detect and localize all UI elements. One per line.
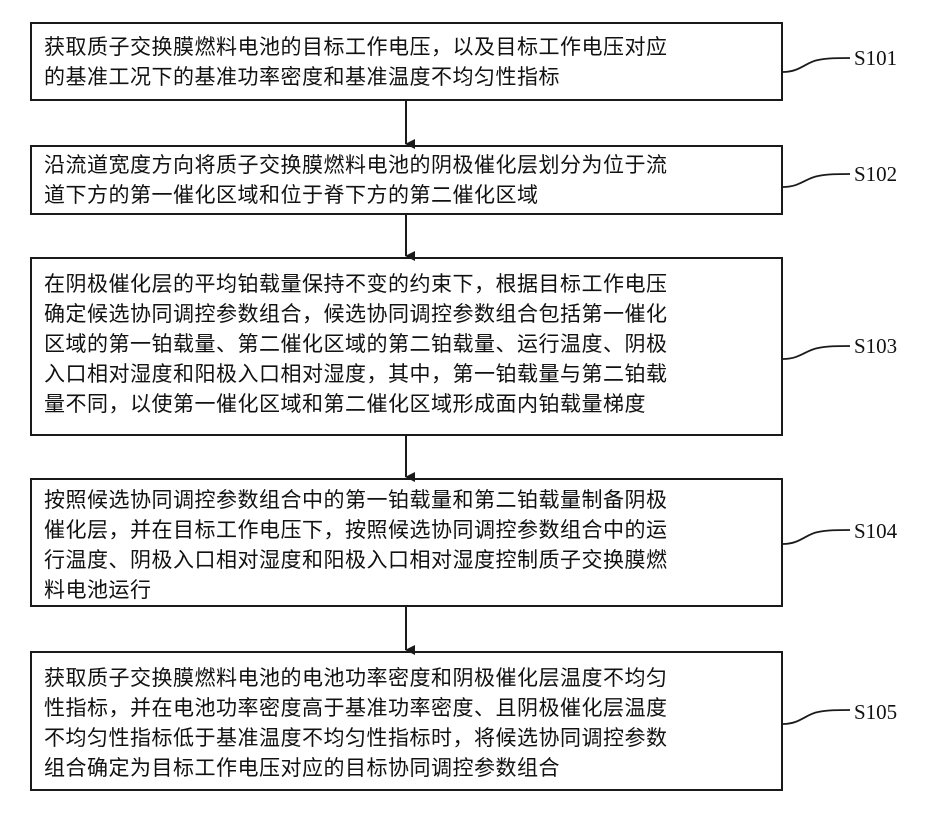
leader-line-s101 (783, 58, 850, 72)
leader-line-s103 (783, 346, 850, 359)
leader-line-s102 (783, 174, 850, 187)
leader-line-s104 (783, 530, 850, 544)
leader-line-s105 (783, 710, 850, 724)
